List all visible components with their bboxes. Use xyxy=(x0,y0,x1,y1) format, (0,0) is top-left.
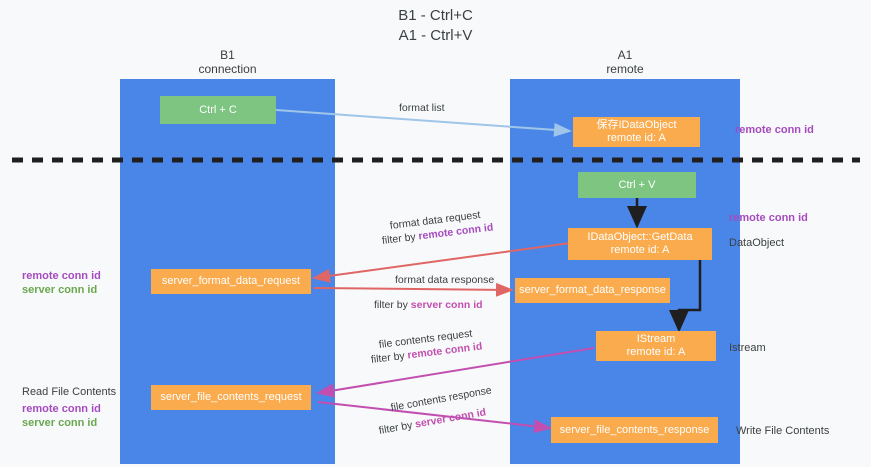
side-label-data-object: DataObject xyxy=(729,237,785,249)
filter-prefix: filter by xyxy=(381,230,420,247)
filter-prefix: filter by xyxy=(374,299,411,311)
side-label-istream: Istream xyxy=(729,342,766,354)
box-get-data-line2: remote id: A xyxy=(610,244,670,256)
box-server-file-contents-response[interactable]: server_file_contents_response xyxy=(551,417,718,443)
side-label-left-remote-conn-id: remote conn id xyxy=(22,270,101,282)
filter-key-server-conn-id: server conn id xyxy=(410,299,483,311)
side-label-left-bottom-server-conn-id: server conn id xyxy=(22,417,98,429)
side-label-remote-conn-id-top: remote conn id xyxy=(735,124,814,136)
box-get-data-line1: IDataObject::GetData xyxy=(587,231,693,243)
side-label-left-bottom-remote-conn-id: remote conn id xyxy=(22,403,101,415)
box-server-file-contents-request-label: server_file_contents_request xyxy=(160,391,302,403)
box-istream-line1: IStream xyxy=(636,333,676,345)
side-label-remote-conn-id-mid: remote conn id xyxy=(729,212,808,224)
box-ctrl-v[interactable]: Ctrl + V xyxy=(578,172,696,198)
title-line-1: B1 - Ctrl+C xyxy=(398,7,473,24)
box-ctrl-c-label: Ctrl + C xyxy=(199,103,237,116)
box-data-object-line1: 保存IDataObject xyxy=(596,119,677,131)
column-header-left: B1 connection xyxy=(120,48,335,76)
box-ctrl-v-label: Ctrl + V xyxy=(618,178,656,191)
box-server-format-data-request[interactable]: server_format_data_request xyxy=(151,269,311,294)
column-left-role: connection xyxy=(198,62,257,76)
box-server-format-data-response[interactable]: server_format_data_response xyxy=(515,278,670,303)
edge-label-format-list: format list xyxy=(399,102,445,114)
box-server-format-data-request-label: server_format_data_request xyxy=(161,275,301,287)
edge-label-format-data-response-filter: filter by server conn id xyxy=(374,298,483,312)
filter-key-server-conn-id: server conn id xyxy=(414,406,487,431)
box-istream-line2: remote id: A xyxy=(626,346,686,358)
box-server-file-contents-request[interactable]: server_file_contents_request xyxy=(151,385,311,410)
arrow-format-data-response xyxy=(313,282,514,297)
box-server-file-contents-response-label: server_file_contents_response xyxy=(559,423,710,436)
column-right-role: remote xyxy=(606,62,644,76)
box-get-data[interactable]: IDataObject::GetData remote id: A xyxy=(568,228,712,260)
side-label-left-server-conn-id: server conn id xyxy=(22,284,98,296)
diagram-title: B1 - Ctrl+C A1 - Ctrl+V xyxy=(0,6,871,46)
column-header-right: A1 remote xyxy=(510,48,740,76)
filter-prefix: filter by xyxy=(377,418,417,437)
side-label-write-file-contents: Write File Contents xyxy=(736,425,830,437)
box-server-format-data-response-label: server_format_data_response xyxy=(519,284,666,296)
filter-prefix: filter by xyxy=(370,349,409,366)
box-ctrl-c[interactable]: Ctrl + C xyxy=(160,96,276,124)
side-label-read-file-contents: Read File Contents xyxy=(22,386,117,398)
column-right-name: A1 xyxy=(617,48,633,62)
box-istream[interactable]: IStream remote id: A xyxy=(596,331,716,361)
column-left-name: B1 xyxy=(220,48,235,62)
edge-label-format-data-response: format data response xyxy=(395,274,495,286)
box-data-object[interactable]: 保存IDataObject remote id: A xyxy=(573,117,700,147)
title-line-2: A1 - Ctrl+V xyxy=(398,27,473,44)
box-data-object-line2: remote id: A xyxy=(607,132,666,144)
